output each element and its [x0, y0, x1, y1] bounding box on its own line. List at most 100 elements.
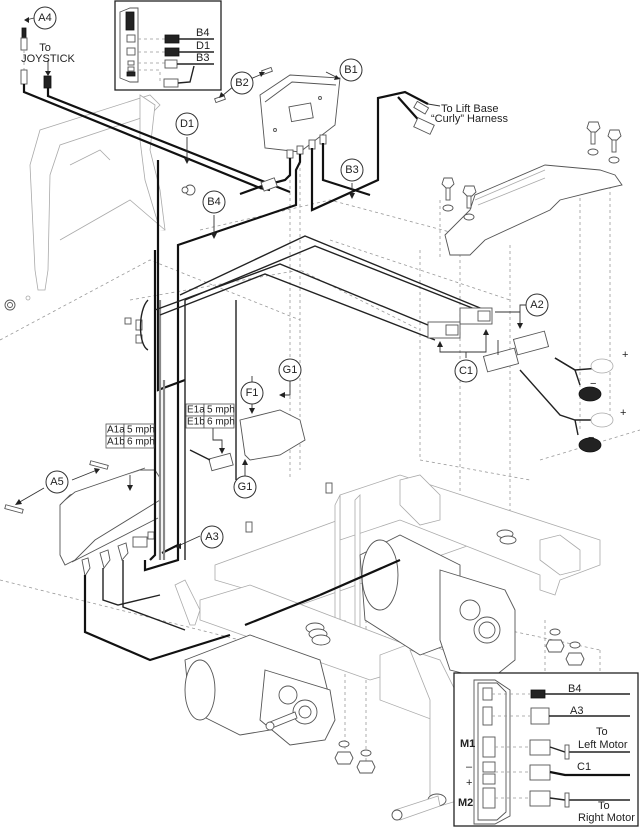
wiring-harness [83, 90, 614, 662]
svg-text:D1: D1 [180, 118, 194, 130]
clip-icon [325, 482, 333, 494]
connector-icon [529, 739, 551, 756]
nut-icon [334, 628, 585, 774]
svg-text:A1a: A1a [107, 425, 125, 436]
callout-g1-top: G1 [278, 358, 302, 382]
bracket-f1 [239, 409, 306, 461]
connector-icon [319, 134, 327, 145]
clip-icon [124, 317, 132, 325]
svg-text:B2: B2 [235, 77, 248, 89]
speed-module-e1 [208, 452, 234, 472]
inset-label-b4: B4 [568, 683, 581, 695]
callout-f1: F1 [240, 381, 264, 405]
bolt-icon [586, 121, 601, 156]
svg-text:G1: G1 [238, 481, 253, 493]
callout-a2: A2 [525, 293, 549, 317]
callout-a3: A3 [200, 525, 224, 549]
connector-icon [164, 34, 180, 44]
callout-a5: A5 [45, 470, 69, 494]
inset-b1-connector-detail: B4 D1 B3 [114, 0, 222, 91]
callout-a4: A4 [33, 6, 57, 30]
connector-c1-lower [427, 321, 461, 339]
connector-icon [163, 78, 179, 88]
svg-text:5 mph: 5 mph [127, 425, 155, 436]
lift-base-line1: To Lift Base [441, 103, 498, 115]
terminal-plus-label: + [620, 407, 626, 419]
inset-label-left-motor: Left Motor [578, 739, 628, 751]
to-joystick-line2: JOYSTICK [21, 53, 75, 65]
terminal-minus-label: − [590, 378, 596, 390]
svg-text:E1b: E1b [187, 417, 205, 428]
svg-text:B1: B1 [344, 64, 357, 76]
label-m2: M2 [458, 797, 473, 809]
lift-base-bracket [441, 121, 623, 256]
label-minus: – [466, 761, 473, 773]
speed-table-e: E1a 5 mph E1b 6 mph [185, 403, 235, 429]
svg-text:B3: B3 [345, 164, 358, 176]
connector-icon [530, 707, 550, 725]
inset-label-to: To [596, 726, 608, 738]
svg-text:C1: C1 [459, 365, 473, 377]
callout-b2: B2 [230, 71, 254, 95]
drive-motor-icon [174, 579, 336, 746]
connector-icon [529, 790, 551, 807]
connector-icon [529, 764, 551, 781]
svg-text:A5: A5 [50, 476, 63, 488]
svg-text:E1a: E1a [187, 405, 205, 416]
inset-a1-connector-detail: M1 – + M2 B4 A3 To Left Motor C1 To Righ… [453, 672, 639, 827]
svg-text:5 mph: 5 mph [207, 405, 235, 416]
svg-text:A4: A4 [38, 12, 51, 24]
seat-frame-bracket [4, 94, 196, 311]
connector-c1-upper [459, 307, 493, 325]
spring-icon [305, 529, 517, 646]
speed-table-a: A1a 5 mph A1b 6 mph [105, 423, 155, 449]
svg-text:F1: F1 [246, 387, 259, 399]
controller-module-a1 [4, 460, 161, 578]
battery-terminal-negative [578, 386, 602, 402]
inset-label-c1: C1 [577, 761, 591, 773]
drive-motor-icon [359, 534, 516, 681]
battery-terminal-negative [578, 437, 602, 453]
connector-icon [147, 531, 155, 540]
terminal-minus-label: − [588, 432, 594, 444]
connector-icon [530, 689, 546, 699]
inset-label-b4: B4 [196, 27, 209, 39]
inset-label-d1: D1 [196, 40, 210, 52]
connector-icon [164, 47, 180, 57]
svg-text:A2: A2 [530, 299, 543, 311]
svg-text:B4: B4 [207, 196, 220, 208]
screw-icon [4, 460, 109, 514]
clip-icon [135, 319, 143, 331]
callout-c1: C1 [454, 359, 478, 383]
callout-b3: B3 [340, 158, 364, 182]
callout-b4: B4 [202, 190, 226, 214]
lift-base-line2: “Curly” Harness [431, 113, 509, 125]
notes: To JOYSTICK To Lift Base “Curly” Harness… [21, 42, 628, 444]
connector-icon [296, 145, 304, 155]
svg-text:G1: G1 [283, 364, 298, 376]
connector-a2-upper [512, 330, 550, 356]
callout-d1: D1 [175, 112, 199, 136]
battery-terminal-positive [590, 358, 614, 374]
inset-label-to: To [598, 800, 610, 812]
inset-label-a3: A3 [570, 705, 583, 717]
inset-label-right-motor: Right Motor [578, 812, 635, 824]
svg-text:A3: A3 [205, 531, 218, 543]
label-plus: + [466, 777, 472, 789]
svg-text:6 mph: 6 mph [127, 437, 155, 448]
controller-module-b1 [214, 66, 341, 159]
clip-icon [245, 521, 253, 533]
battery-terminal-positive [590, 412, 614, 428]
bolt-icon [607, 129, 622, 164]
svg-text:A1b: A1b [107, 437, 125, 448]
svg-text:6 mph: 6 mph [207, 417, 235, 428]
label-m1: M1 [460, 738, 475, 750]
bolt-icon [441, 177, 455, 212]
callout-b1: B1 [339, 58, 363, 82]
connector-icon [308, 139, 316, 150]
connector-icon [132, 536, 148, 548]
connector-icon [286, 149, 294, 159]
inset-label-b3: B3 [196, 52, 209, 64]
to-joystick-line1: To [39, 42, 51, 54]
callouts: A4 B2 B1 D1 B3 B4 A2 C1 G1 F1 G1 A5 A3 [33, 6, 549, 549]
